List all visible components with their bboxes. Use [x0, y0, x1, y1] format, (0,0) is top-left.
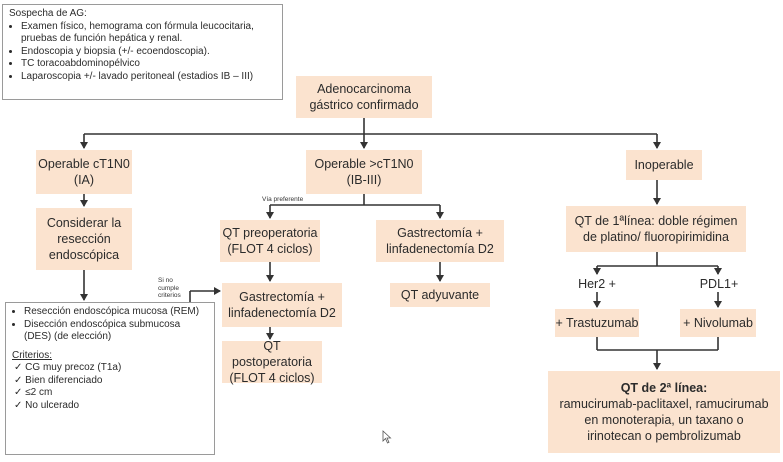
qt-2linea-body: ramucirumab-paclitaxel, ramucirumab en m… [559, 397, 769, 443]
criteria-item: ≤2 cm [14, 387, 208, 400]
qt-postop-box: QT postoperatoria (FLOT 4 ciclos) [222, 339, 322, 385]
endo-item: Disección endoscópica submucosa (DES) (d… [24, 319, 208, 344]
endo-item: Resección endoscópica mucosa (REM) [24, 306, 208, 319]
inoperable-box: Inoperable [626, 150, 702, 180]
nivolumab-box: + Nivolumab [680, 309, 756, 337]
operable-ib-box: Operable >cT1N0 (IB-III) [306, 150, 422, 194]
qt-2linea-box: QT de 2ª línea: ramucirumab-paclitaxel, … [548, 371, 780, 453]
trastuzumab-box: + Trastuzumab [555, 309, 639, 337]
qt-preop-box: QT preoperatoria (FLOT 4 ciclos) [220, 220, 320, 262]
criteria-title: Criterios: [12, 349, 53, 361]
criteria-list: CG muy precoz (T1a) Bien diferenciado ≤2… [12, 362, 208, 412]
her2-label: Her2 + [578, 277, 616, 291]
criteria-item: CG muy precoz (T1a) [14, 362, 208, 375]
gastrectomia-b-box: Gastrectomía + linfadenectomía D2 [376, 220, 504, 262]
suspicion-item: Endoscopia y biopsia (+/- ecoendoscopia)… [21, 46, 276, 59]
suspicion-title: Sospecha de AG: [9, 8, 87, 19]
si-no-cumple-label: Si no cumple criterios [158, 277, 181, 299]
qt-2linea-title: QT de 2ª línea: [620, 381, 708, 395]
suspicion-list: Examen físico, hemograma con fórmula leu… [9, 21, 276, 84]
suspicion-item: TC toracoabdominopélvico [21, 58, 276, 71]
mouse-cursor-icon [382, 430, 392, 444]
suspicion-item: Examen físico, hemograma con fórmula leu… [21, 21, 276, 46]
criteria-item: Bien diferenciado [14, 375, 208, 388]
suspicion-box: Sospecha de AG: Examen físico, hemograma… [2, 4, 283, 100]
via-preferente-label: Vía preferente [262, 196, 304, 203]
gastrectomia-a-box: Gastrectomía + linfadenectomía D2 [222, 283, 342, 327]
operable-ia-box: Operable cT1N0 (IA) [36, 150, 132, 194]
qt-adyuvante-box: QT adyuvante [390, 283, 490, 307]
criteria-item: No ulcerado [14, 400, 208, 413]
confirmed-box: Adenocarcinoma gástrico confirmado [296, 76, 432, 118]
endo-box: Resección endoscópica mucosa (REM) Disec… [5, 302, 215, 455]
consider-endo-box: Considerar la resección endoscópica [36, 208, 132, 270]
endo-list: Resección endoscópica mucosa (REM) Disec… [12, 306, 208, 344]
suspicion-item: Laparoscopia +/- lavado peritoneal (esta… [21, 71, 276, 84]
qt-1linea-box: QT de 1ªlínea: doble régimen de platino/… [566, 206, 746, 252]
pdl1-label: PDL1+ [699, 277, 739, 291]
